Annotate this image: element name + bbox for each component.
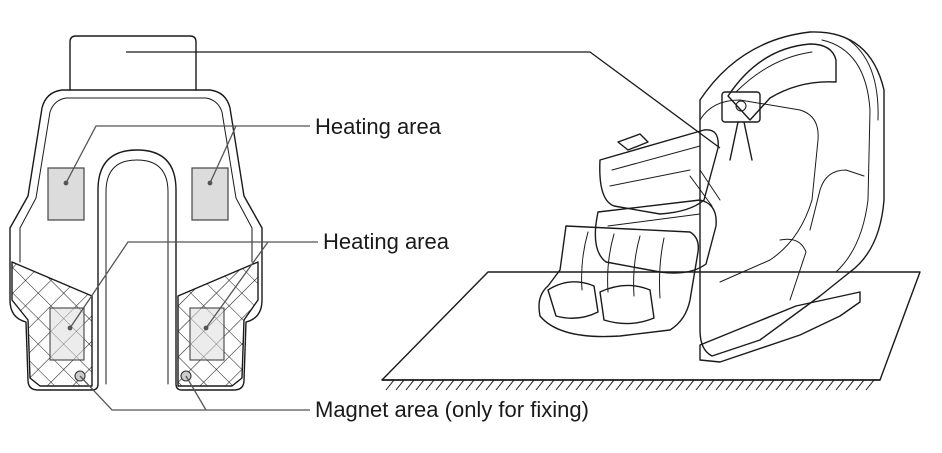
cover-outline bbox=[9, 35, 263, 391]
leader-heating-lower bbox=[69, 241, 318, 329]
heating-pad-upper-right bbox=[191, 167, 229, 221]
floor-hatch bbox=[385, 379, 875, 391]
heating-pad-lower-right bbox=[189, 307, 225, 361]
magnet-area-label: Magnet area (only for fixing) bbox=[315, 397, 589, 422]
heating-area-label-upper: Heating area bbox=[315, 114, 442, 139]
leader-to-chair bbox=[126, 51, 721, 149]
heating-pad-upper-left bbox=[47, 167, 85, 221]
leader-heating-upper bbox=[65, 125, 310, 184]
leader-magnet bbox=[79, 375, 310, 411]
heating-area-label-lower: Heating area bbox=[323, 229, 450, 254]
massage-chair bbox=[538, 31, 885, 363]
floor-mat bbox=[381, 271, 921, 391]
